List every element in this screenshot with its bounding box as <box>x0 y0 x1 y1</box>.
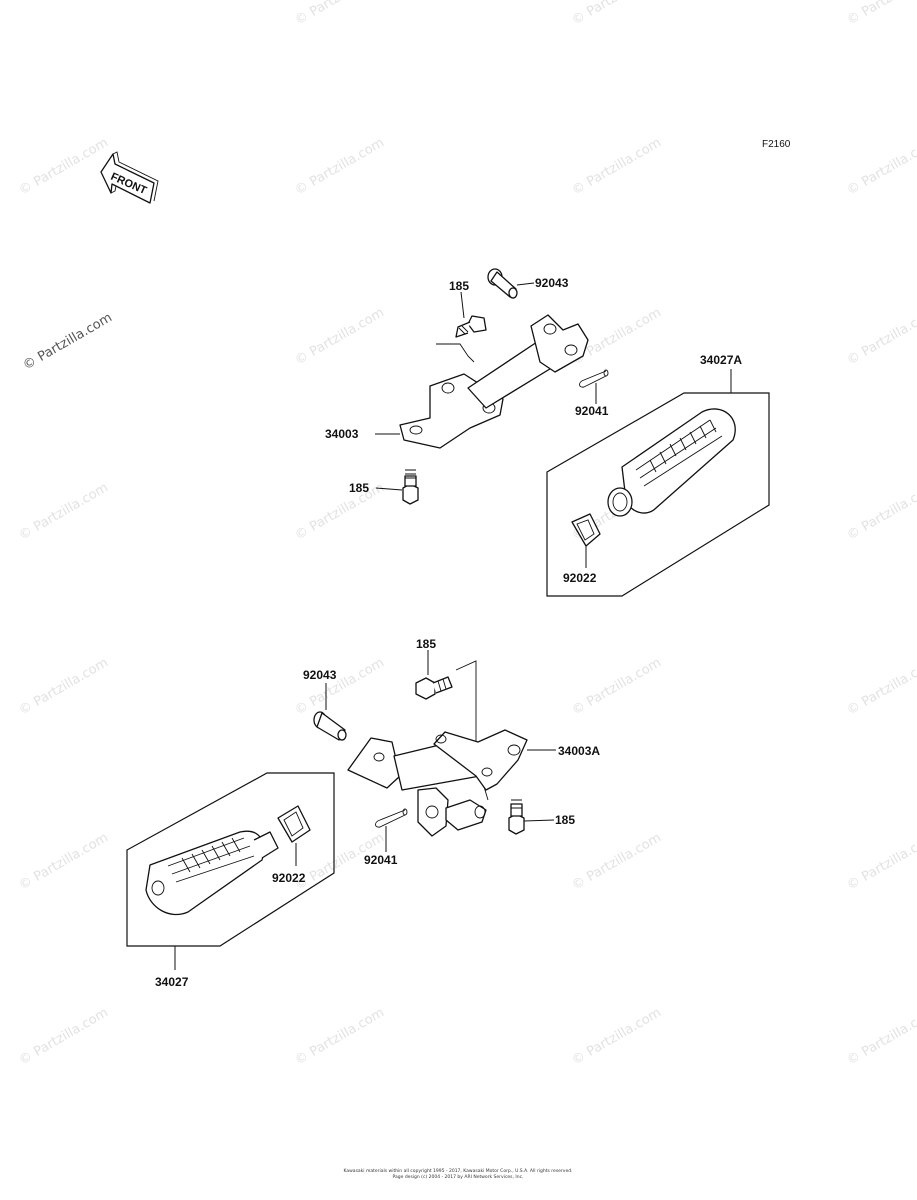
watermark: © Partzilla.com <box>570 830 664 893</box>
watermark: © Partzilla.com <box>570 655 664 718</box>
label-92041-lower[interactable]: 92041 <box>364 853 398 867</box>
watermark: © Partzilla.com <box>293 0 387 28</box>
label-92043-lower[interactable]: 92043 <box>303 668 337 682</box>
watermark: © Partzilla.com <box>845 0 917 28</box>
bracket-34003A <box>347 729 528 837</box>
box-34027A <box>546 392 770 597</box>
watermark: © Partzilla.com <box>293 1005 387 1068</box>
label-34003A[interactable]: 34003A <box>558 744 600 758</box>
label-34027A[interactable]: 34027A <box>700 353 742 367</box>
bolt-185-lower-top <box>415 676 453 700</box>
watermark: © Partzilla.com <box>17 480 111 543</box>
washer-92022-upper <box>571 513 601 547</box>
label-185-upper-a[interactable]: 185 <box>449 279 469 293</box>
copyright-line-1: Kawasaki materials within all copyright … <box>344 1168 573 1174</box>
watermark-grid: © Partzilla.com © Partzilla.com © Partzi… <box>17 0 917 1068</box>
watermark: © Partzilla.com <box>570 0 664 28</box>
pin-92043-upper <box>487 268 518 299</box>
bolt-185-upper-top <box>455 315 487 338</box>
copyright-line-2: Page design (c) 2004 - 2017 by ARI Netwo… <box>393 1174 524 1180</box>
watermark: © Partzilla.com <box>293 135 387 198</box>
watermark: © Partzilla.com <box>17 135 111 198</box>
watermark: © Partzilla.com <box>845 830 917 893</box>
watermark: © Partzilla.com <box>293 480 387 543</box>
pin-92043-lower <box>313 711 347 741</box>
watermark: © Partzilla.com <box>845 135 917 198</box>
watermark: © Partzilla.com <box>845 655 917 718</box>
watermark: © Partzilla.com <box>293 655 387 718</box>
watermark: © Partzilla.com <box>17 655 111 718</box>
label-34027[interactable]: 34027 <box>155 975 189 989</box>
watermark: © Partzilla.com <box>845 305 917 368</box>
washer-92022-lower <box>277 805 311 843</box>
label-185-lower-a[interactable]: 185 <box>416 637 436 651</box>
footpeg-34027A <box>607 408 736 517</box>
label-92022-lower[interactable]: 92022 <box>272 871 306 885</box>
side-watermark: © Partzilla.com <box>21 310 115 373</box>
cotter-pin-92041-lower <box>375 808 408 828</box>
footpeg-34027 <box>145 830 279 916</box>
watermark: © Partzilla.com <box>845 480 917 543</box>
bolt-185-lower-right <box>508 799 525 835</box>
label-92022-upper[interactable]: 92022 <box>563 571 597 585</box>
watermark: © Partzilla.com <box>17 1005 111 1068</box>
watermark: © Partzilla.com <box>570 1005 664 1068</box>
label-185-lower-b[interactable]: 185 <box>555 813 575 827</box>
label-92043-upper[interactable]: 92043 <box>535 276 569 290</box>
bolt-185-upper-bottom <box>402 469 419 505</box>
watermark: © Partzilla.com <box>293 305 387 368</box>
front-arrow-icon: FRONT <box>100 151 159 204</box>
bracket-34003 <box>399 314 589 449</box>
label-185-upper-b[interactable]: 185 <box>349 481 369 495</box>
label-92041-upper[interactable]: 92041 <box>575 404 609 418</box>
watermark: © Partzilla.com <box>17 830 111 893</box>
box-34027 <box>126 772 335 947</box>
watermark: © Partzilla.com <box>570 135 664 198</box>
cotter-pin-92041-upper <box>579 369 609 388</box>
label-34003[interactable]: 34003 <box>325 427 359 441</box>
diagram-code: F2160 <box>762 139 791 150</box>
watermark: © Partzilla.com <box>845 1005 917 1068</box>
